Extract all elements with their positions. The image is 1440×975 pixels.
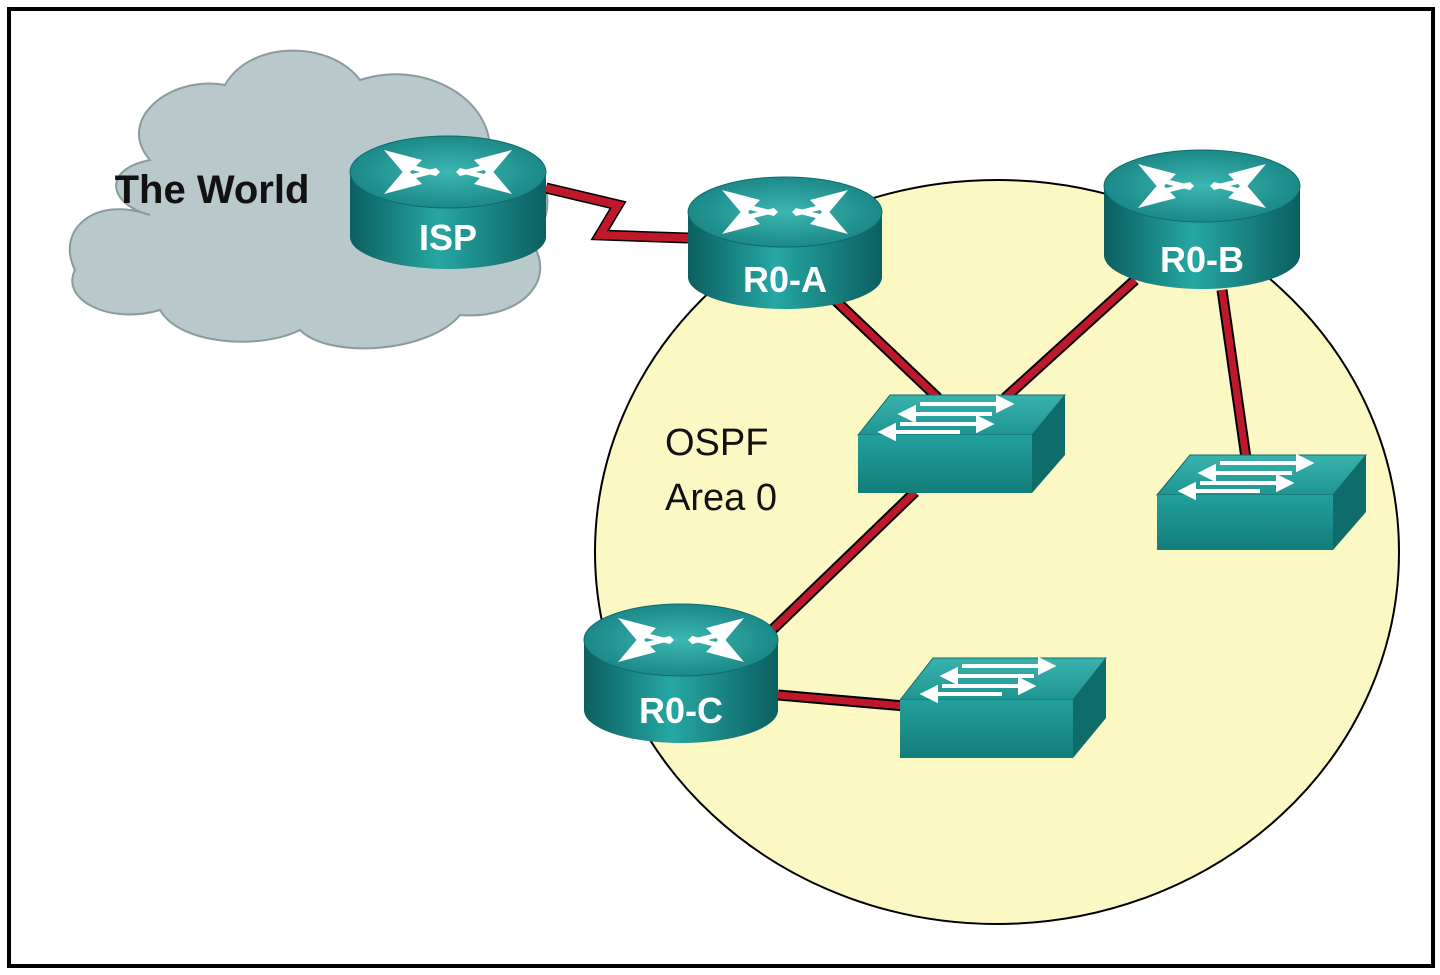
router-arrows-icon [722,190,848,234]
area-label-line1: OSPF [665,422,768,464]
router-r0a-label: R0-A [743,259,827,300]
switch-bottom [898,656,1108,758]
router-r0b: R0-B [1103,149,1301,289]
router-r0c-label: R0-C [639,690,723,731]
switch-right [1155,453,1368,550]
cloud-label: The World [115,168,310,212]
router-r0b-label: R0-B [1160,239,1244,280]
router-arrows-icon [384,150,512,194]
world-cloud: The World [68,49,549,350]
router-isp: ISP [349,135,547,269]
router-r0a: R0-A [687,176,883,309]
area-label-line2: Area 0 [665,477,777,519]
router-arrows-icon [618,618,744,662]
switch-center [856,394,1067,493]
links [544,182,1252,712]
ospf-area-circle [594,179,1400,925]
router-r0c: R0-C [583,603,779,743]
router-arrows-icon [1138,164,1266,208]
router-isp-label: ISP [419,217,477,258]
